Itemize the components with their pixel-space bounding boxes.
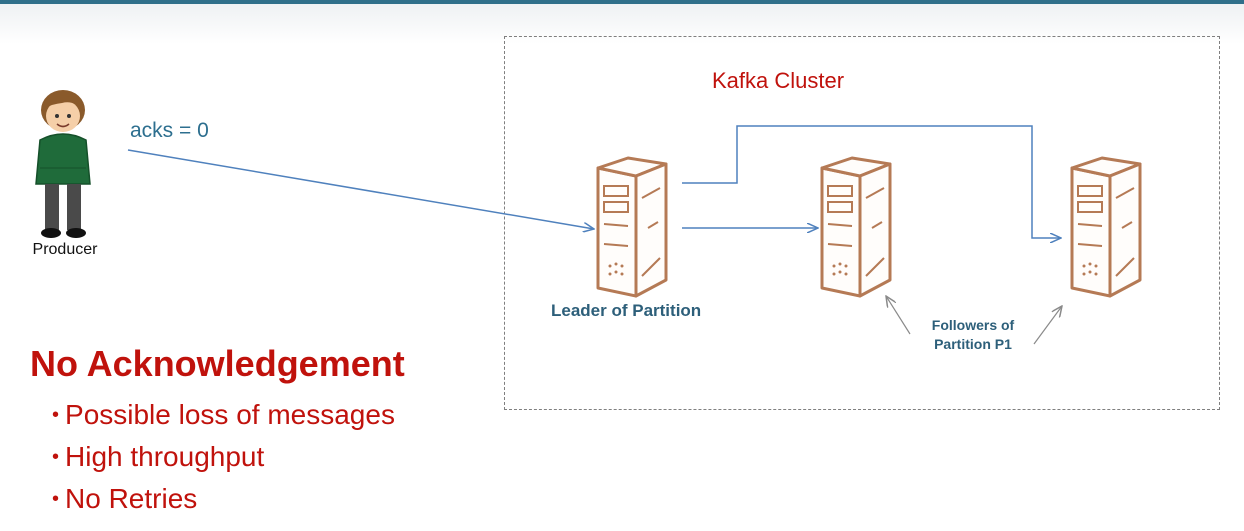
cluster-title: Kafka Cluster (712, 68, 845, 93)
slide-heading: No Acknowledgement (30, 343, 405, 384)
leader-label: Leader of Partition (551, 301, 702, 320)
producer-to-leader-arrow (127, 149, 594, 229)
bullet-item: •High throughput (52, 441, 265, 472)
follower-server-icon (820, 156, 892, 298)
top-accent-bar (0, 0, 1244, 4)
producer-person-icon (35, 90, 91, 238)
bullet-item: •No Retries (52, 483, 198, 514)
followers-label: Followers of Partition P1 (918, 316, 1028, 354)
bullet-dot-icon: • (52, 446, 60, 468)
followers-label-line1: Followers of (931, 317, 1015, 333)
top-header-fade (0, 4, 1244, 44)
producer-label: Producer (32, 241, 98, 258)
acks-label: acks = 0 (130, 119, 209, 142)
bullet-dot-icon: • (52, 404, 60, 426)
bullet-dot-icon: • (52, 488, 60, 510)
leader-server-icon (596, 156, 668, 298)
bullet-item: •Possible loss of messages (52, 399, 395, 430)
bullet-list: •Possible loss of messages •High through… (52, 395, 395, 521)
followers-label-line2: Partition P1 (934, 336, 1012, 352)
leader-to-follower2-arrow (682, 125, 1061, 238)
followers-pointer-arrow-right (1033, 306, 1062, 345)
follower-server-icon (1070, 156, 1142, 298)
kafka-cluster-boundary (504, 36, 1220, 410)
followers-pointer-arrow-left (886, 296, 911, 335)
